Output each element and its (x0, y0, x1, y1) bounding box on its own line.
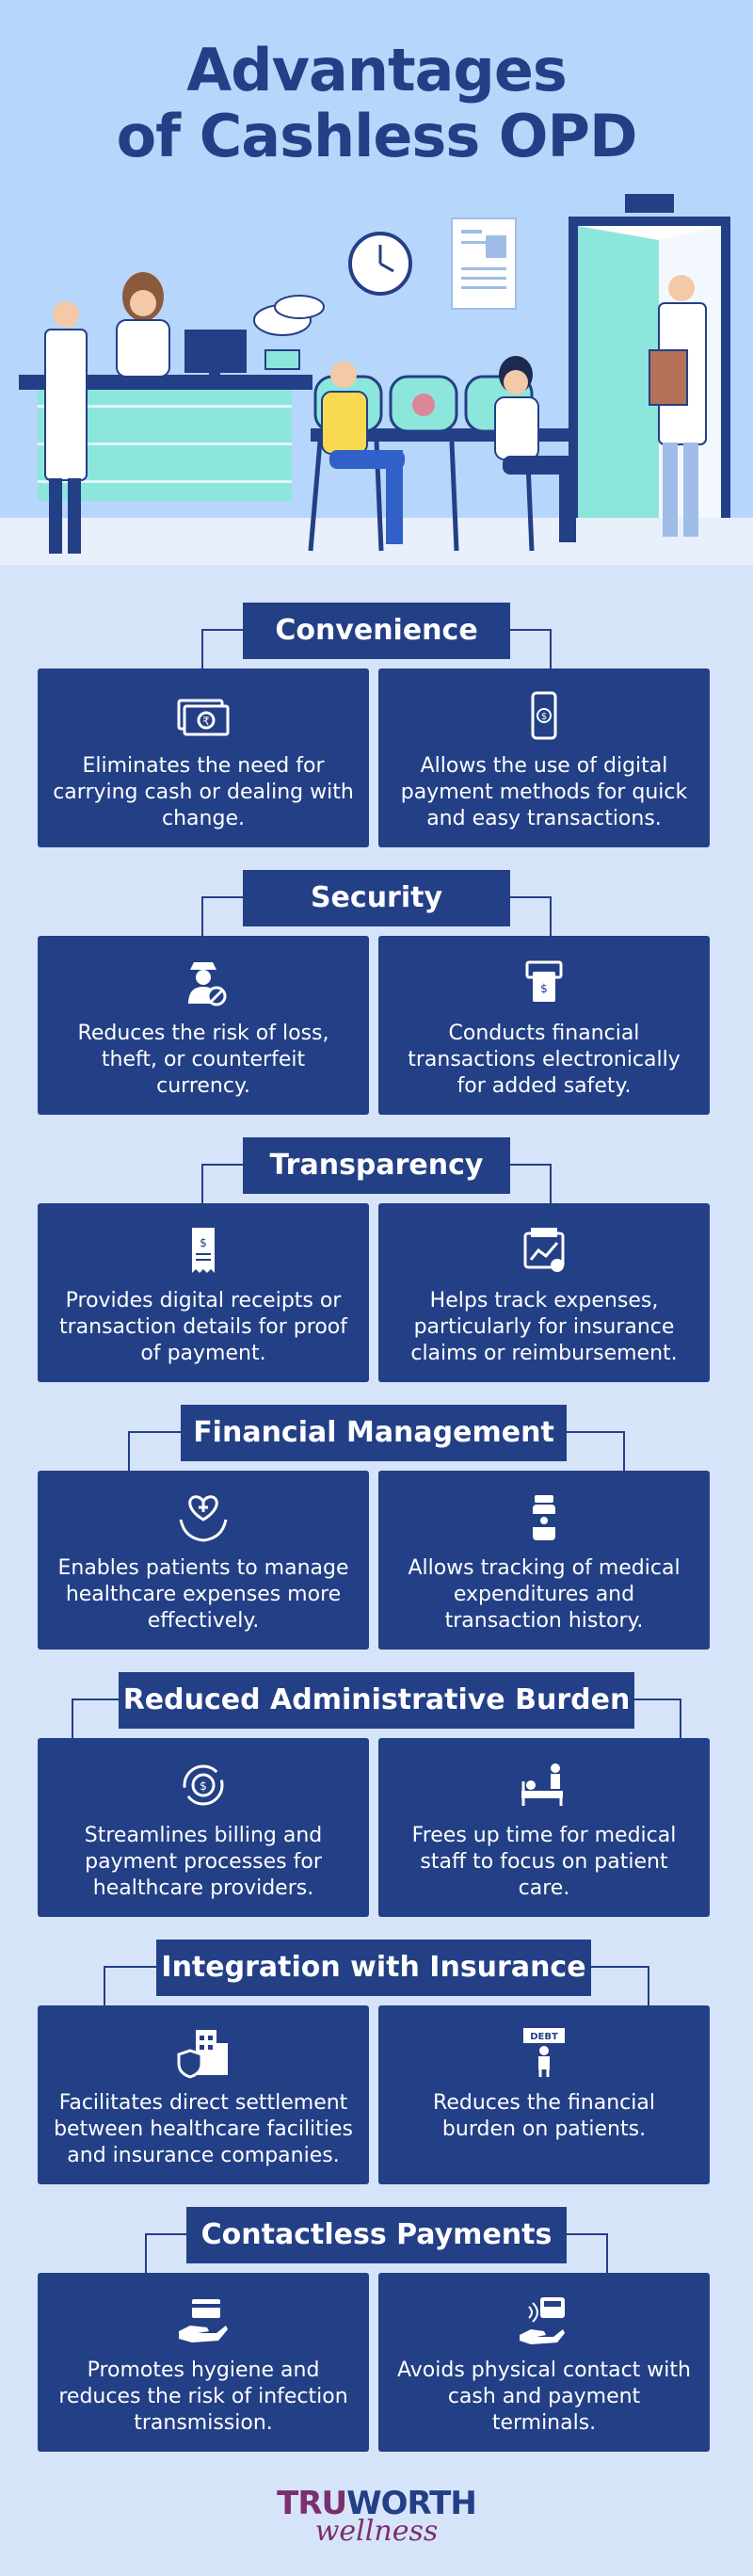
atm-card-icon: $ (525, 960, 563, 1002)
section-financial-management: Financial Management Enables patients to… (0, 1405, 753, 1659)
benefit-card: ₹ Eliminates the need for carrying cash … (38, 668, 369, 847)
benefit-text: Reduces the financial burden on patients… (433, 2091, 655, 2141)
logo-part-worth: WORTH (346, 2485, 477, 2522)
benefit-card: Frees up time for medical staff to focus… (378, 1738, 710, 1917)
svg-text:$: $ (200, 1779, 207, 1793)
medicine-bottle-icon (533, 1495, 555, 1540)
doctor-standing-left-icon (44, 301, 88, 554)
svg-text:$: $ (541, 712, 547, 722)
section-title: Contactless Payments (186, 2207, 567, 2263)
logo-wordmark: TRUWORTH (0, 2486, 753, 2521)
page-title: Advantages of Cashless OPD (0, 38, 753, 169)
svg-text:$: $ (200, 1236, 207, 1249)
benefit-card: Helps track expenses, particularly for i… (378, 1203, 710, 1382)
receptionist-icon (116, 272, 170, 378)
svg-text:$: $ (540, 982, 548, 995)
section-security: Security Reduces the risk of loss, theft… (0, 870, 753, 1124)
hero-floor (0, 518, 753, 565)
section-title: Integration with Insurance (156, 1940, 591, 1996)
expense-tracking-icon (523, 1228, 565, 1272)
benefit-card: $ Allows the use of digital payment meth… (378, 668, 710, 847)
benefit-text: Conducts financial transactions electron… (408, 1022, 681, 1098)
logo-tagline: wellness (314, 2515, 439, 2548)
cash-notes-icon: ₹ (177, 699, 230, 736)
seated-patient-woman-icon (494, 356, 578, 542)
patient-bed-icon (521, 1763, 563, 1806)
svg-text:₹: ₹ (202, 715, 210, 728)
section-title: Convenience (243, 603, 510, 659)
hero-illustration: Advantages of Cashless OPD (0, 0, 753, 565)
benefit-card: DEBT Reduces the financial burden on pat… (378, 2005, 710, 2184)
benefit-card: $ Conducts financial transactions electr… (378, 936, 710, 1115)
seated-patient-man-icon (321, 362, 405, 544)
mobile-payment-icon: $ (531, 691, 557, 740)
section-title: Security (243, 870, 510, 926)
section-title: Transparency (243, 1137, 510, 1194)
wall-poster-icon (451, 217, 517, 310)
section-transparency: Transparency $ Provides digital receipts… (0, 1137, 753, 1392)
benefit-text: Allows the use of digital payment method… (400, 754, 688, 830)
benefit-text: Frees up time for medical staff to focus… (411, 1824, 677, 1900)
thief-blocked-icon (188, 962, 227, 1006)
section-title: Financial Management (181, 1405, 567, 1461)
logo-part-tru: TRU (277, 2485, 347, 2522)
benefit-text: Reduces the risk of loss, theft, or coun… (77, 1022, 329, 1098)
title-line-1: Advantages (186, 36, 568, 105)
benefit-text: Allows tracking of medical expenditures … (408, 1556, 681, 1633)
potted-plant-icon (253, 295, 325, 370)
hand-card-icon (179, 2299, 228, 2343)
benefit-text: Eliminates the need for carrying cash or… (53, 754, 354, 830)
benefit-text: Enables patients to manage healthcare ex… (57, 1556, 349, 1633)
benefit-card: Allows tracking of medical expenditures … (378, 1471, 710, 1650)
section-integration-with-insurance: Integration with Insurance Facilitates d… (0, 1940, 753, 2194)
benefit-card: $ Streamlines billing and payment proces… (38, 1738, 369, 1917)
contactless-terminal-icon (520, 2297, 565, 2344)
debt-sign-icon: DEBT (523, 2028, 565, 2077)
insured-building-icon (177, 2030, 228, 2079)
svg-text:DEBT: DEBT (530, 2032, 558, 2042)
benefit-card: Promotes hygiene and reduces the risk of… (38, 2273, 369, 2452)
section-title: Reduced Administrative Burden (119, 1672, 634, 1729)
receipt-icon: $ (192, 1228, 215, 1273)
title-line-2: of Cashless OPD (116, 102, 638, 170)
benefit-card: Enables patients to manage healthcare ex… (38, 1471, 369, 1650)
brand-logo: TRUWORTH wellness (0, 2486, 753, 2546)
section-reduced-administrative-burden: Reduced Administrative Burden $ Streamli… (0, 1672, 753, 1926)
hospital-scene-illustration (19, 194, 730, 554)
benefit-text: Promotes hygiene and reduces the risk of… (58, 2359, 348, 2435)
benefit-card: $ Provides digital receipts or transacti… (38, 1203, 369, 1382)
benefit-text: Streamlines billing and payment processe… (84, 1824, 323, 1900)
benefit-text: Provides digital receipts or transaction… (59, 1289, 347, 1365)
doctor-standing-right-icon (649, 275, 707, 537)
billing-cycle-icon: $ (183, 1764, 224, 1806)
section-convenience: Convenience ₹ Eliminates the need for ca… (0, 603, 753, 857)
wall-clock-icon (348, 232, 412, 296)
benefit-card: Facilitates direct settlement between he… (38, 2005, 369, 2184)
benefit-text: Avoids physical contact with cash and pa… (397, 2359, 691, 2435)
section-contactless-payments: Contactless Payments Promotes hygiene an… (0, 2207, 753, 2461)
healthcare-hand-icon (179, 1495, 228, 1542)
benefit-text: Facilitates direct settlement between he… (54, 2091, 353, 2167)
benefit-text: Helps track expenses, particularly for i… (410, 1289, 678, 1365)
benefit-card: Avoids physical contact with cash and pa… (378, 2273, 710, 2452)
benefit-card: Reduces the risk of loss, theft, or coun… (38, 936, 369, 1115)
